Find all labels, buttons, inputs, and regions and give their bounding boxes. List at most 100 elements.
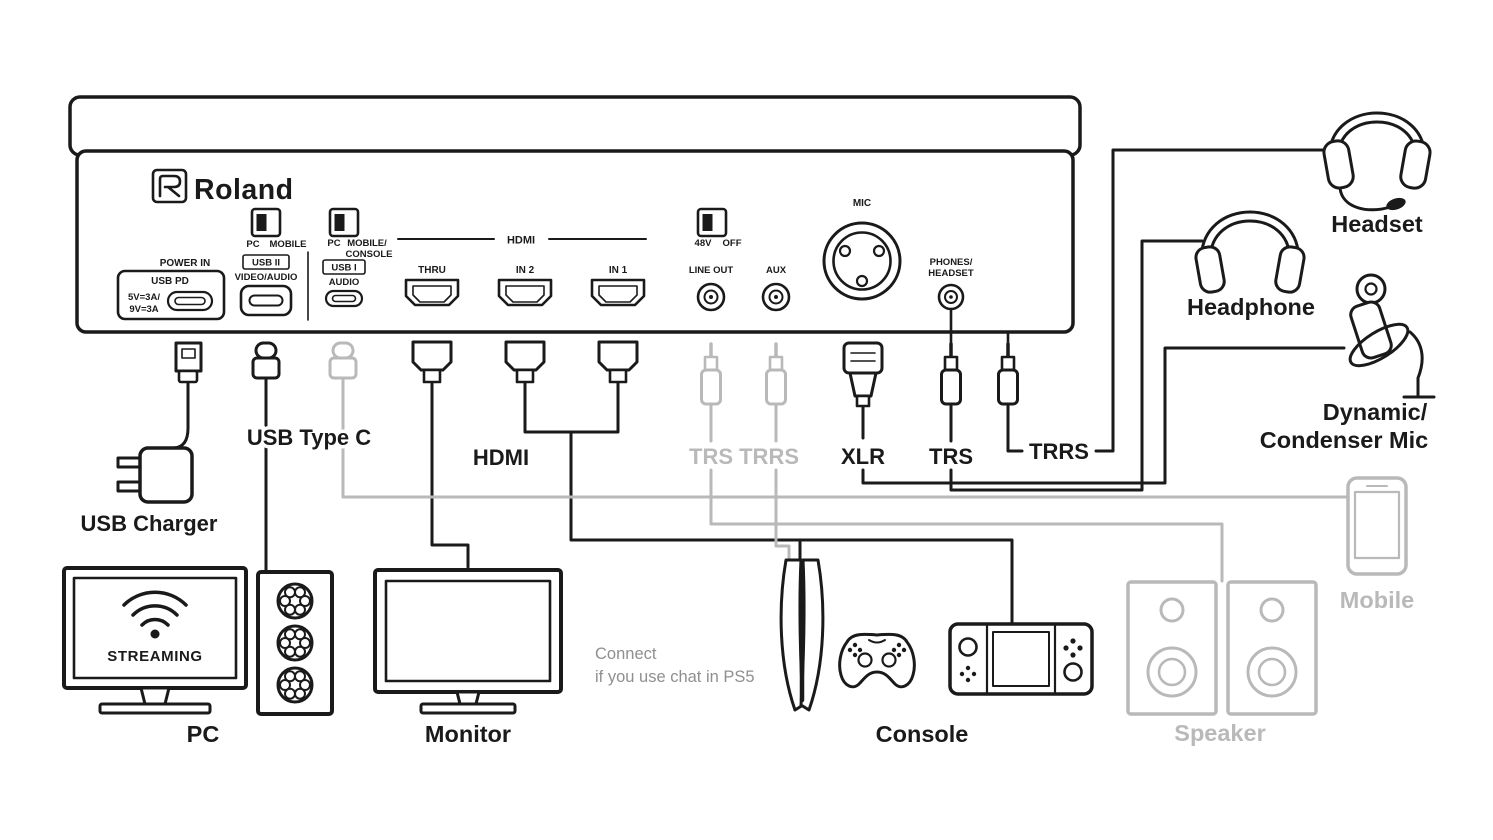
headset-mic-capsule [1386,197,1406,211]
line-out-label: LINE OUT [689,265,734,276]
speaker-tweeter [1159,597,1185,623]
usb-pd-port-inner [174,296,206,306]
pc-monitor-frame [62,566,248,690]
speaker-woofer [1146,646,1198,698]
cable-plugs [174,340,1019,408]
mic-xlr-input: MIC [822,198,902,301]
switch-mobile-console-label-2: CONSOLE [346,249,393,260]
roland-wordmark: Roland [194,174,294,206]
headphone-earcup-right [1274,245,1306,294]
trs-trrs-label: TRS TRRS [689,444,799,469]
usb2-port [239,284,293,317]
usb-type-c-label: USB Type C [247,425,371,450]
headset-label: Headset [1331,211,1423,237]
joycon-button-dot [1077,645,1083,651]
fan-blade [279,679,291,691]
monitor-screen [384,579,552,683]
usb2-name: USB II [252,258,280,269]
headset [1322,111,1432,212]
joycon-stick [1063,662,1083,682]
fan-blade [299,637,311,649]
headphone-band-inner [1202,213,1298,261]
trs-plug-gray [700,342,722,406]
xlr-pin [855,274,869,288]
phones-label-2: HEADSET [928,268,974,279]
charger-prong [116,480,142,493]
usb2-port-inner [248,294,284,307]
gamepad-button-dot [901,647,907,653]
usb-a-body [177,369,199,384]
xlr-boot [855,394,871,408]
switch-frame [250,207,282,238]
fan-ring [276,582,314,620]
usb-c-body [251,356,281,380]
device-face [75,149,1075,334]
trs-to-headphone-cable [949,239,1204,492]
headphone-earcup-left [1194,245,1226,294]
hdmi-in2-port-inner [505,285,545,303]
wifi-arc-large [122,590,188,607]
fan-blade [299,679,311,691]
fan-blade [284,603,296,616]
power-in-label: POWER IN [160,258,211,269]
pc-label: PC [187,721,220,747]
switch-mobile-label: MOBILE [270,239,307,250]
trrs-to-headset-cable [1006,148,1338,453]
aux-label: AUX [766,265,787,276]
gamepad-body [838,632,916,689]
usb-c-plug-gray [328,341,358,380]
xlr-shell-detail [850,352,876,362]
plug-barrel [768,355,784,372]
trs-to-speaker-cable [709,402,1224,583]
gamepad-dpad-dot [847,647,853,653]
usb-a-to-charger-cable [172,380,190,450]
fan-blade [294,586,306,599]
hdmi-group-label: HDMI [507,235,535,247]
switch-screen [992,631,1050,687]
fan-blade [299,595,311,607]
charger-prong [116,456,142,469]
wifi-icon [122,590,188,639]
hdmi-thru-port [404,278,460,307]
console-group [779,558,1094,712]
joycon-button-dot [971,671,977,677]
joycon-button-dot [1070,652,1076,658]
pc-tower-fans [276,582,314,704]
studio-mic [1348,273,1436,399]
gamepad-button-dot [891,647,897,653]
usb-charger-label: USB Charger [81,511,218,536]
gamepad [838,632,916,689]
switch-body [948,622,1094,696]
trrs-plug-gray [765,342,787,406]
jack-pin [774,295,778,299]
speaker-tweeter [1259,597,1285,623]
joycon-button-dot [965,665,971,671]
dynamic-mic-label-2: Condenser Mic [1260,427,1428,453]
switch-knob [702,214,713,231]
ps5-right-fin [799,558,825,712]
hdmi-in1-port-inner [598,285,638,303]
usb1-mode-switch: PC MOBILE/ CONSOLE [327,207,393,260]
phantom-power-switch: 48V OFF [695,207,742,249]
ps5-chat-note-2: if you use chat in PS5 [595,668,755,686]
pc-tower [256,570,334,716]
trs-plug [940,342,962,406]
gamepad-stick [857,652,873,668]
phone-screen [1353,490,1401,560]
phantom-48v-label: 48V [695,238,713,249]
switch-pc-label: PC [327,238,340,249]
plug-barrel [1000,355,1016,372]
usb-a-tongue [181,348,196,359]
usb-c-tip [331,341,355,360]
gamepad-button-dot [896,642,902,648]
usb2-port-group: USB II VIDEO/AUDIO [235,254,297,317]
monitor-frame [373,568,563,694]
usb2-name-frame [242,254,290,270]
jack-outer [761,282,791,312]
charger-body [138,446,194,504]
speaker-group [1126,580,1318,716]
switch-frame [328,207,360,238]
phone-body [1346,476,1408,576]
joycon-stick [958,637,978,657]
fan-blade [294,628,306,641]
